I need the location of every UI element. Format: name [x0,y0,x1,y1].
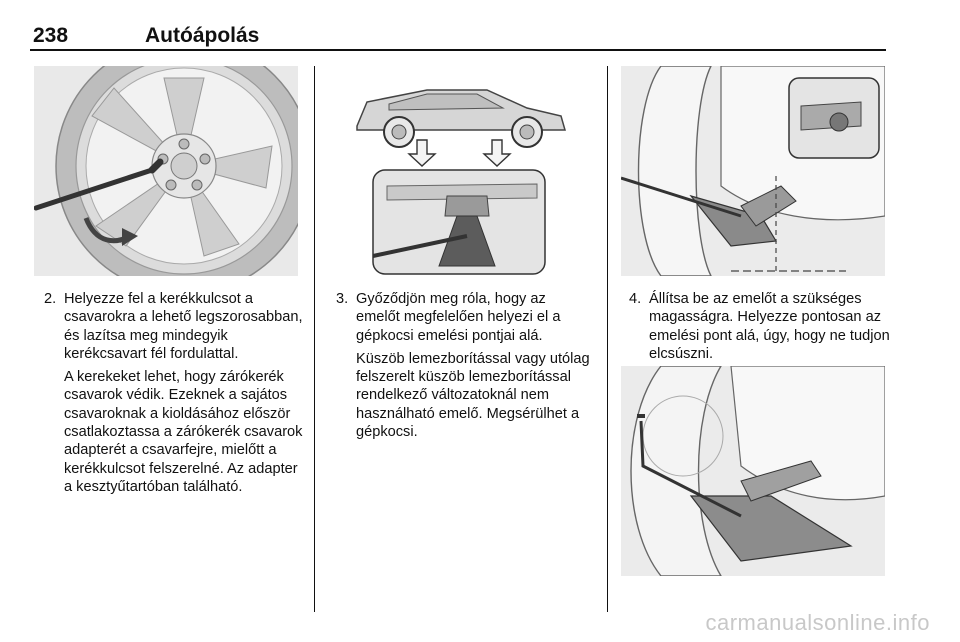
step-2-number: 2. [44,291,57,307]
page-number: 238 [33,24,69,47]
jack-cranking-illustration [621,366,885,576]
watermark: carmanualsonline.info [705,610,930,635]
header-rule [30,49,886,51]
column-divider-1 [314,66,315,612]
step-2-text: Helyezze fel a kerékkulcsot a csavarokra… [64,291,303,362]
column-2-text: 3. Győződjön meg róla, hogy az emelőt me… [336,290,592,441]
page-header: 238 Autóápolás [30,18,886,52]
wheel-wrench-illustration [34,66,298,276]
column-divider-2 [607,66,608,612]
section-title: Autóápolás [145,24,260,47]
column-3-text: 4. Állítsa be az emelőt a szükséges maga… [629,290,891,363]
column-1-text: 2. Helyezze fel a kerékkulcsot a csavaro… [44,290,308,496]
step-4: 4. Állítsa be az emelőt a szükséges maga… [629,290,891,363]
lifting-points-illustration [327,66,591,276]
step-3-number: 3. [336,291,349,307]
step-3: 3. Győződjön meg róla, hogy az emelőt me… [336,290,592,345]
step-3-text: Győződjön meg róla, hogy az emelőt megfe… [356,291,561,344]
step-3-note: Küszöb lemezborítással vagy utólag felsz… [356,350,590,441]
step-4-number: 4. [629,291,642,307]
step-4-text: Állítsa be az emelőt a szükséges magassá… [649,291,890,362]
jack-positioning-illustration [621,66,885,276]
step-2-note: A kerekeket lehet, hogy zárókerék csavar… [64,369,303,495]
step-2: 2. Helyezze fel a kerékkulcsot a csavaro… [44,290,308,363]
